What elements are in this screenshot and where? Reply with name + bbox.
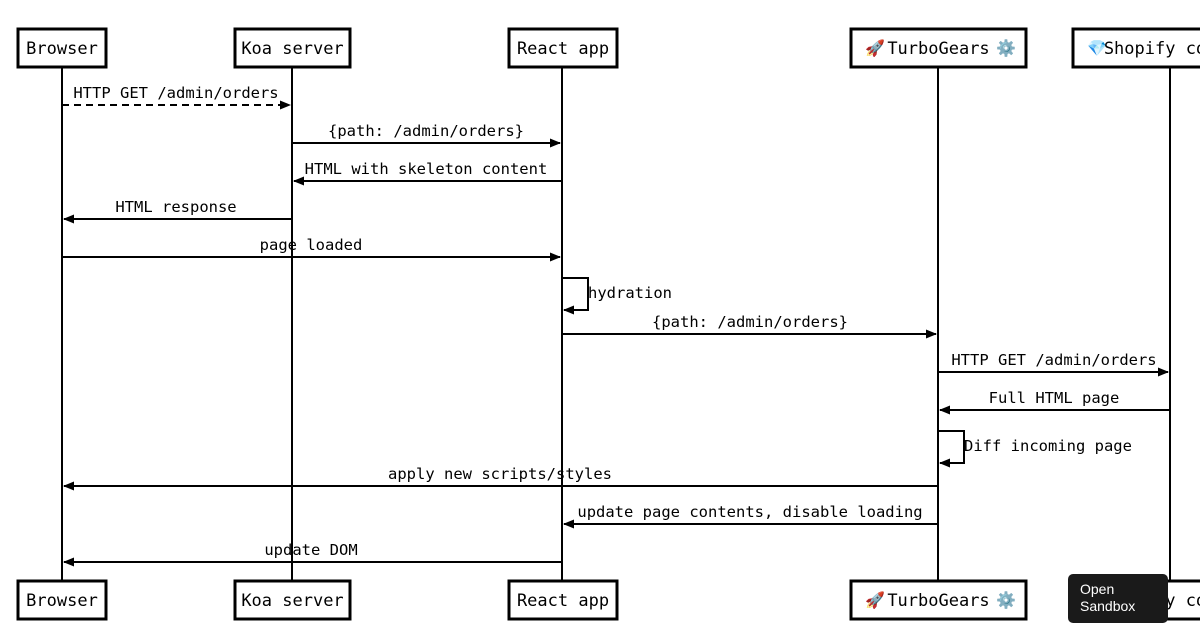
gem-icon-top: 💎 <box>1087 39 1107 58</box>
self-message-9 <box>938 430 965 468</box>
messages-group: HTTP GET /admin/orders {path: /admin/orde… <box>62 84 1170 567</box>
participant-label-browser-top: Browser <box>26 39 98 59</box>
participant-label-browser-bottom: Browser <box>26 591 98 611</box>
open-sandbox-button[interactable]: Open Sandbox <box>1068 574 1168 623</box>
participant-label-react-bottom: React app <box>517 591 609 611</box>
message-label-0: HTTP GET /admin/orders <box>73 84 278 102</box>
participant-label-koa-bottom: Koa server <box>241 591 343 611</box>
participant-boxes-top: Browser Koa server React app 🚀TurboGears ⚙️ 💎… <box>16 27 1200 69</box>
lifelines-group <box>61 67 1171 581</box>
participant-label-turbogears-bottom: TurboGears <box>887 591 989 611</box>
message-label-11: update page contents, disable loading <box>577 503 922 521</box>
message-label-6: {path: /admin/orders} <box>652 313 848 331</box>
participant-box-react-top[interactable] <box>507 27 619 69</box>
participant-box-turbogears-top[interactable] <box>849 27 1028 69</box>
open-sandbox-line2: Sandbox <box>1080 598 1136 614</box>
open-sandbox-line1: Open <box>1080 581 1115 597</box>
participant-box-koa-bottom[interactable] <box>233 579 352 621</box>
self-message-5 <box>562 277 589 315</box>
message-label-1: {path: /admin/orders} <box>328 122 524 140</box>
participant-box-koa-top[interactable] <box>233 27 352 69</box>
participant-box-react-bottom[interactable] <box>507 579 619 621</box>
participant-box-browser-top[interactable] <box>16 27 108 69</box>
message-label-8: Full HTML page <box>989 389 1120 407</box>
participant-box-shopify-top[interactable] <box>1071 27 1200 69</box>
gear-icon-top: ⚙️ <box>996 39 1016 58</box>
participant-label-shopify-top: Shopify co <box>1104 39 1200 59</box>
message-label-10: apply new scripts/styles <box>388 465 612 483</box>
participant-box-turbogears-bottom[interactable] <box>849 579 1028 621</box>
gear-icon-bottom: ⚙️ <box>996 591 1016 610</box>
participant-label-react-top: React app <box>517 39 609 59</box>
message-label-12: update DOM <box>264 541 357 559</box>
message-label-7: HTTP GET /admin/orders <box>951 351 1156 369</box>
message-label-9: Diff incoming page <box>964 437 1132 455</box>
message-label-2: HTML with skeleton content <box>305 160 548 178</box>
message-label-3: HTML response <box>115 198 236 216</box>
participant-label-turbogears-top: TurboGears <box>887 39 989 59</box>
rocket-icon-top: 🚀 <box>865 39 885 58</box>
participant-label-koa-top: Koa server <box>241 39 343 59</box>
rocket-icon-bottom: 🚀 <box>865 591 885 610</box>
message-label-4: page loaded <box>260 236 363 254</box>
message-label-5: hydration <box>588 284 672 302</box>
participant-box-browser-bottom[interactable] <box>16 579 108 621</box>
